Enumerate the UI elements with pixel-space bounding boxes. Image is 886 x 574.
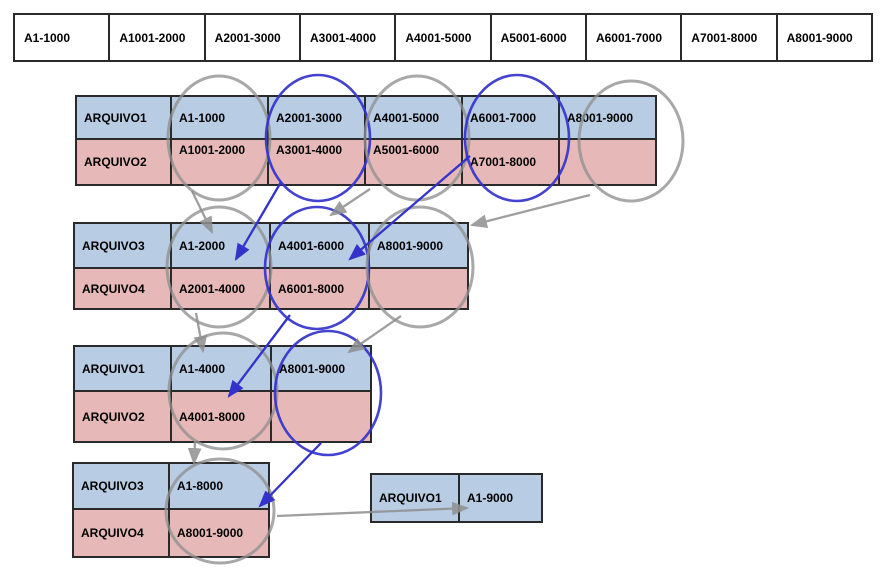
run-cell: A8001-9000 bbox=[272, 347, 370, 390]
source-run-cell: A2001-3000 bbox=[203, 15, 299, 60]
source-run-cell: A6001-7000 bbox=[584, 15, 680, 60]
file-label: ARQUIVO1 bbox=[372, 475, 458, 521]
pass2-file-labels: ARQUIVO3 ARQUIVO4 bbox=[75, 224, 170, 308]
run-cell: A4001-8000 bbox=[172, 390, 270, 441]
merge-arrow-gray bbox=[329, 188, 371, 217]
source-run-cell: A1-1000 bbox=[24, 30, 71, 45]
file-label: ARQUIVO2 bbox=[77, 138, 170, 184]
source-run-cell: A7001-8000 bbox=[680, 15, 775, 60]
pass2-run-pair: A1-2000 A2001-4000 bbox=[170, 224, 269, 308]
run-cell-empty bbox=[272, 390, 370, 441]
source-runs-table: A1-1000 A1001-2000 A2001-3000 A3001-4000… bbox=[13, 13, 873, 62]
run-cell: A6001-7000 bbox=[463, 97, 558, 138]
run-cell: A6001-8000 bbox=[271, 267, 368, 308]
run-cell: A4001-6000 bbox=[271, 224, 368, 267]
pass1-run-pair: A8001-9000 bbox=[558, 97, 655, 184]
pass1-run-pair: A6001-7000 A7001-8000 bbox=[461, 97, 558, 184]
source-run-cell: A5001-6000 bbox=[489, 15, 585, 60]
run-cell: A2001-4000 bbox=[172, 267, 269, 308]
run-cell: A8001-9000 bbox=[370, 224, 467, 267]
file-label: ARQUIVO3 bbox=[75, 224, 170, 267]
run-cell: A2001-3000 bbox=[269, 97, 364, 138]
run-cell: A1-2000 bbox=[172, 224, 269, 267]
pass4-table: ARQUIVO3 ARQUIVO4 A1-8000 A8001-9000 bbox=[72, 462, 270, 558]
run-cell: A4001-5000 bbox=[366, 97, 461, 138]
source-run-cell: A4001-5000 bbox=[394, 15, 489, 60]
run-cell: A8001-9000 bbox=[170, 508, 268, 556]
file-label: ARQUIVO2 bbox=[75, 390, 170, 441]
final-file-label-col: ARQUIVO1 bbox=[372, 475, 458, 521]
merge-arrow-gray bbox=[187, 440, 202, 466]
run-cell: A1-8000 bbox=[170, 464, 268, 508]
run-cell: A5001-6000 bbox=[366, 138, 461, 184]
pass4-file-labels: ARQUIVO3 ARQUIVO4 bbox=[74, 464, 168, 556]
file-label: ARQUIVO4 bbox=[75, 267, 170, 308]
pass2-run-pair: A8001-9000 bbox=[368, 224, 467, 308]
pass1-table: ARQUIVO1 ARQUIVO2 A1-1000 A1001-2000 A20… bbox=[75, 95, 657, 186]
pass3-file-labels: ARQUIVO1 ARQUIVO2 bbox=[75, 347, 170, 441]
run-cell: A8001-9000 bbox=[560, 97, 655, 138]
pass2-table: ARQUIVO3 ARQUIVO4 A1-2000 A2001-4000 A40… bbox=[73, 222, 469, 310]
run-cell-empty bbox=[560, 138, 655, 184]
run-cell-empty bbox=[370, 267, 467, 308]
run-cell: A1-9000 bbox=[460, 475, 541, 521]
source-run-cell: A8001-9000 bbox=[775, 15, 871, 60]
file-label: ARQUIVO1 bbox=[75, 347, 170, 390]
file-label: ARQUIVO1 bbox=[77, 97, 170, 138]
pass3-run-pair: A1-4000 A4001-8000 bbox=[170, 347, 270, 441]
merge-arrow-gray bbox=[469, 193, 591, 229]
final-run-col: A1-9000 bbox=[458, 475, 541, 521]
pass1-run-pair: A1-1000 A1001-2000 bbox=[170, 97, 267, 184]
pass1-run-pair: A4001-5000 A5001-6000 bbox=[364, 97, 461, 184]
pass3-table: ARQUIVO1 ARQUIVO2 A1-4000 A4001-8000 A80… bbox=[73, 345, 372, 443]
source-run-cell: A1001-2000 bbox=[108, 15, 203, 60]
source-run-cell: A3001-4000 bbox=[298, 15, 394, 60]
pass2-run-pair: A4001-6000 A6001-8000 bbox=[269, 224, 368, 308]
pass3-run-pair: A8001-9000 bbox=[270, 347, 370, 441]
run-cell: A1-4000 bbox=[172, 347, 270, 390]
pass1-file-labels: ARQUIVO1 ARQUIVO2 bbox=[77, 97, 170, 184]
run-cell: A1001-2000 bbox=[172, 138, 267, 184]
file-label: ARQUIVO3 bbox=[74, 464, 168, 508]
final-table: ARQUIVO1 A1-9000 bbox=[370, 473, 543, 523]
pass1-run-pair: A2001-3000 A3001-4000 bbox=[267, 97, 364, 184]
run-cell: A1-1000 bbox=[172, 97, 267, 138]
run-cell: A7001-8000 bbox=[463, 138, 558, 184]
file-label: ARQUIVO4 bbox=[74, 508, 168, 556]
pass4-run-pair: A1-8000 A8001-9000 bbox=[168, 464, 268, 556]
run-cell: A3001-4000 bbox=[269, 138, 364, 184]
